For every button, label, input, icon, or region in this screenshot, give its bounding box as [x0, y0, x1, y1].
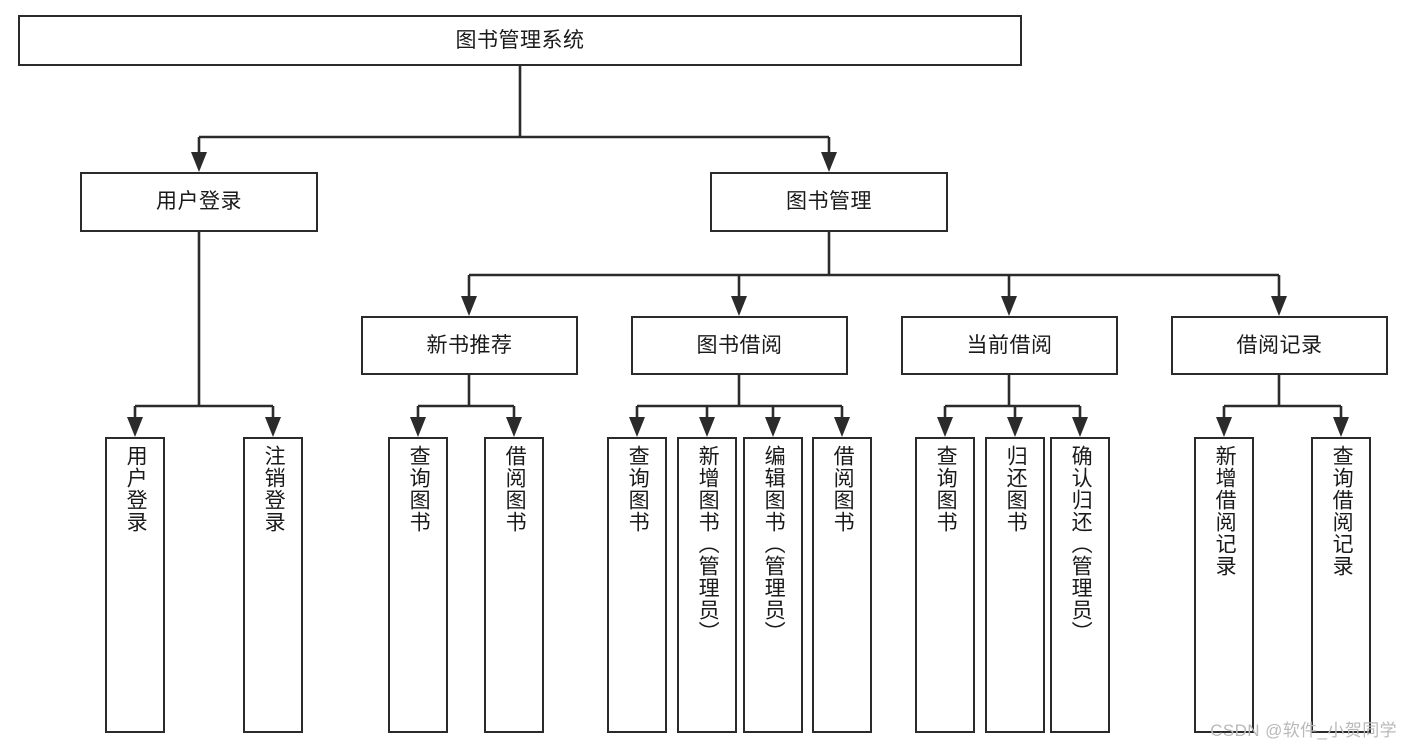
leaf-confirm-return-admin[interactable]: 确认归还（管理员）	[1050, 437, 1110, 733]
leaf-borrow-book-borrowing-label: 借阅图书	[831, 445, 855, 533]
node-current-borrowing-label: 当前借阅	[966, 333, 1053, 357]
arrowhead-borrow-record	[1271, 296, 1287, 316]
leaf-user-login[interactable]: 用户登录	[105, 437, 165, 733]
leaf-borrow-book-newbook[interactable]: 借阅图书	[484, 437, 544, 733]
arrowhead-current-borrow	[1001, 296, 1017, 316]
arrowhead-user-login	[191, 152, 207, 172]
node-book-borrowing-label: 图书借阅	[696, 333, 783, 357]
arrowhead-leaf-add-record	[1216, 417, 1232, 437]
leaf-borrow-book-borrowing[interactable]: 借阅图书	[812, 437, 872, 733]
node-root-label: 图书管理系统	[455, 28, 585, 52]
leaf-edit-book-admin-label: 编辑图书（管理员）	[762, 445, 786, 643]
arrowhead-leaf-confirm-return	[1072, 417, 1088, 437]
arrowhead-leaf-return-book	[1007, 417, 1023, 437]
node-root[interactable]: 图书管理系统	[18, 15, 1022, 66]
leaf-query-book-newbook[interactable]: 查询图书	[388, 437, 448, 733]
leaf-user-login-label: 用户登录	[124, 445, 148, 533]
leaf-query-borrow-record[interactable]: 查询借阅记录	[1311, 437, 1371, 733]
leaf-query-book-current[interactable]: 查询图书	[915, 437, 975, 733]
leaf-borrow-book-newbook-label: 借阅图书	[503, 445, 527, 533]
node-book-borrowing[interactable]: 图书借阅	[631, 316, 848, 375]
arrowhead-book-borrow	[731, 296, 747, 316]
leaf-add-borrow-record[interactable]: 新增借阅记录	[1194, 437, 1254, 733]
leaf-query-borrow-record-label: 查询借阅记录	[1330, 445, 1354, 577]
arrowhead-new-book-rec	[461, 296, 477, 316]
node-borrowing-record[interactable]: 借阅记录	[1171, 316, 1388, 375]
arrowhead-leaf-user-login	[127, 417, 143, 437]
arrowhead-leaf-add-book	[699, 417, 715, 437]
leaf-query-book-newbook-label: 查询图书	[407, 445, 431, 533]
node-book-management[interactable]: 图书管理	[710, 172, 948, 232]
csdn-watermark: CSDN @软件_小贺同学	[1210, 721, 1397, 740]
node-user-login-label: 用户登录	[156, 190, 242, 214]
arrowhead-leaf-edit-book	[765, 417, 781, 437]
leaf-confirm-return-admin-label: 确认归还（管理员）	[1069, 445, 1093, 643]
arrowhead-leaf-query-book-2	[629, 417, 645, 437]
arrowhead-leaf-borrow-book-1	[506, 417, 522, 437]
leaf-query-book-current-label: 查询图书	[934, 445, 958, 533]
leaf-logout-label: 注销登录	[262, 445, 286, 533]
arrowhead-book-mgmt	[821, 152, 837, 172]
arrowhead-leaf-borrow-book-2	[834, 417, 850, 437]
leaf-return-book[interactable]: 归还图书	[985, 437, 1045, 733]
arrowhead-leaf-query-book-1	[410, 417, 426, 437]
leaf-add-book-admin[interactable]: 新增图书（管理员）	[677, 437, 737, 733]
leaf-return-book-label: 归还图书	[1004, 445, 1028, 533]
leaf-add-borrow-record-label: 新增借阅记录	[1213, 445, 1237, 577]
leaf-edit-book-admin[interactable]: 编辑图书（管理员）	[743, 437, 803, 733]
arrowhead-leaf-query-book-3	[937, 417, 953, 437]
node-borrowing-record-label: 借阅记录	[1236, 333, 1323, 357]
leaf-add-book-admin-label: 新增图书（管理员）	[696, 445, 720, 643]
leaf-query-book-borrowing-label: 查询图书	[626, 445, 650, 533]
node-current-borrowing[interactable]: 当前借阅	[901, 316, 1118, 375]
leaf-logout[interactable]: 注销登录	[243, 437, 303, 733]
arrowhead-leaf-logout	[265, 417, 281, 437]
node-new-book-recommendation[interactable]: 新书推荐	[361, 316, 578, 375]
node-user-login[interactable]: 用户登录	[80, 172, 318, 232]
leaf-query-book-borrowing[interactable]: 查询图书	[607, 437, 667, 733]
node-new-book-recommendation-label: 新书推荐	[426, 333, 513, 357]
arrowhead-leaf-query-record	[1333, 417, 1349, 437]
node-book-management-label: 图书管理	[786, 190, 872, 214]
